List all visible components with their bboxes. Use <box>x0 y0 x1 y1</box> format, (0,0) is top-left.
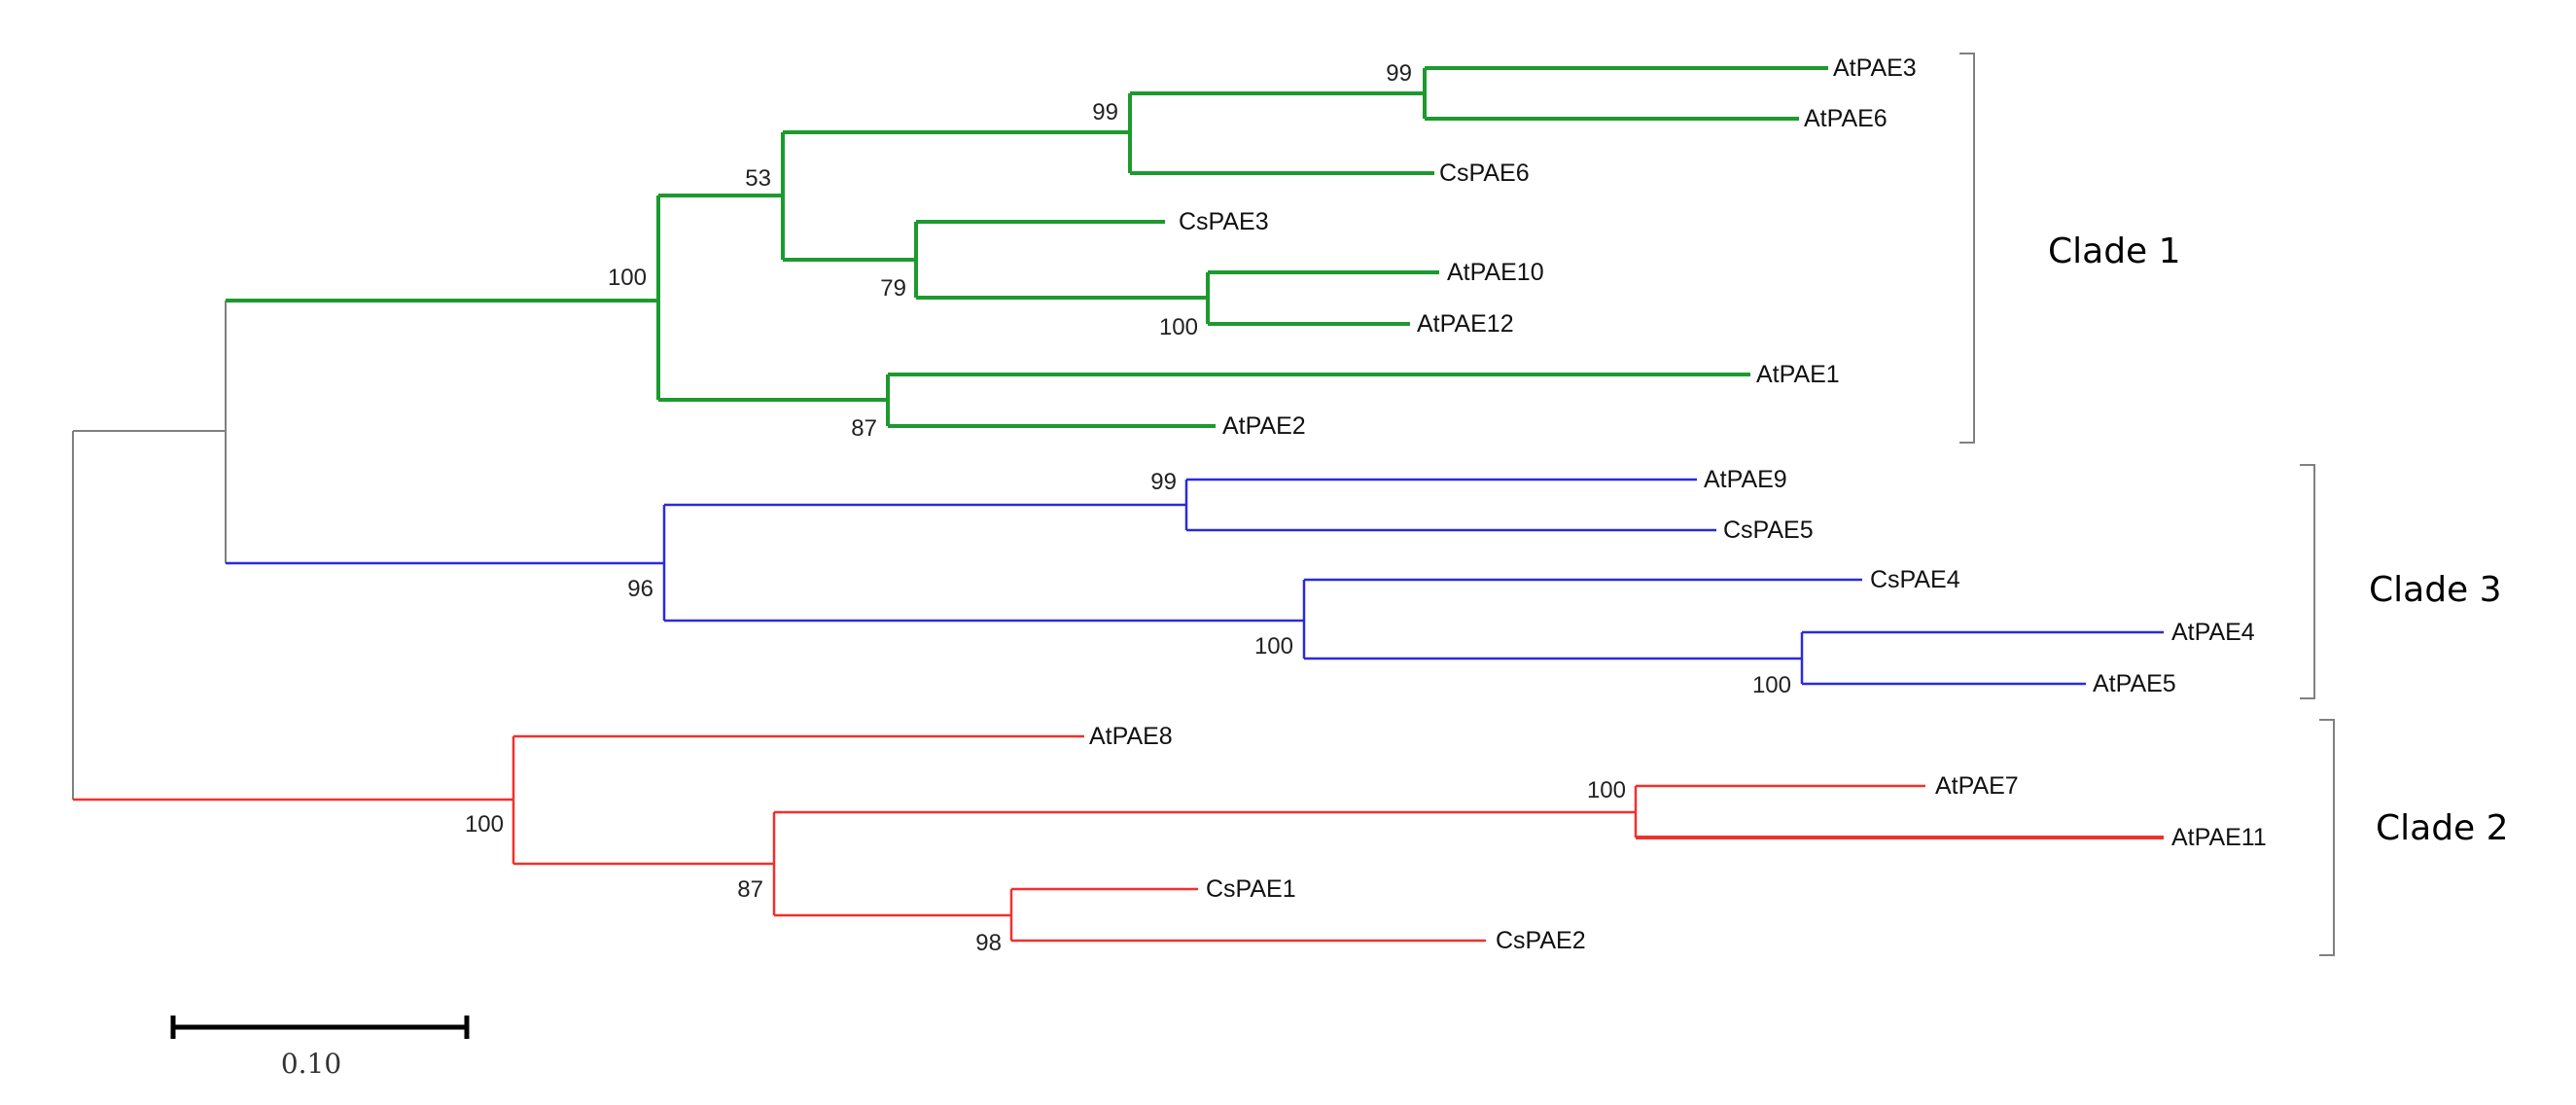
bootstrap-label: 100 <box>1159 314 1198 340</box>
bootstrap-label: 99 <box>1092 99 1118 125</box>
bootstrap-label: 99 <box>1386 60 1412 87</box>
clade2-branches <box>73 734 2164 943</box>
clade-brackets <box>1959 53 2335 956</box>
leaf-CsPAE1: CsPAE1 <box>1206 875 1296 903</box>
leaf-AtPAE9: AtPAE9 <box>1704 466 1787 493</box>
leaf-AtPAE6: AtPAE6 <box>1804 105 1888 132</box>
bootstrap-label: 87 <box>851 415 877 442</box>
leaf-AtPAE11: AtPAE11 <box>2171 824 2267 851</box>
scale-bar <box>170 1016 470 1039</box>
clade2-label: Clade 2 <box>2376 808 2509 848</box>
leaf-AtPAE3: AtPAE3 <box>1833 54 1917 82</box>
clade3-branches <box>226 478 2164 686</box>
bootstrap-label: 100 <box>465 811 504 838</box>
leaf-CsPAE2: CsPAE2 <box>1496 927 1586 954</box>
leaf-AtPAE8: AtPAE8 <box>1089 723 1173 750</box>
bootstrap-label: 87 <box>737 876 763 903</box>
leaf-CsPAE3: CsPAE3 <box>1179 208 1269 235</box>
bootstrap-label: 100 <box>1587 777 1626 803</box>
leaf-CsPAE6: CsPAE6 <box>1439 160 1530 187</box>
leaf-AtPAE5: AtPAE5 <box>2093 670 2176 697</box>
leaf-AtPAE12: AtPAE12 <box>1417 310 1514 338</box>
bootstrap-label: 99 <box>1150 469 1177 495</box>
bootstrap-label: 100 <box>608 265 647 291</box>
scale-bar-label: 0.10 <box>281 1048 341 1080</box>
clade1-branches <box>226 66 1828 428</box>
leaf-AtPAE1: AtPAE1 <box>1756 361 1840 388</box>
leaf-AtPAE7: AtPAE7 <box>1935 772 2019 800</box>
bootstrap-label: 96 <box>627 576 653 602</box>
leaf-AtPAE4: AtPAE4 <box>2171 619 2255 646</box>
bracket-clade3 <box>2300 464 2315 699</box>
clade1-label: Clade 1 <box>2048 232 2181 271</box>
bootstrap-values: 99 99 53 79 100 100 87 99 96 100 100 100… <box>465 60 1791 956</box>
bootstrap-label: 98 <box>975 930 1002 956</box>
bootstrap-label: 53 <box>745 165 771 192</box>
leaf-labels: AtPAE3 AtPAE6 CsPAE6 CsPAE3 AtPAE10 AtPA… <box>1089 54 2267 954</box>
bootstrap-label: 100 <box>1752 672 1791 698</box>
leaf-AtPAE10: AtPAE10 <box>1447 259 1544 286</box>
leaf-CsPAE5: CsPAE5 <box>1723 517 1814 544</box>
clade3-label: Clade 3 <box>2369 570 2502 610</box>
leaf-AtPAE2: AtPAE2 <box>1222 412 1306 440</box>
bracket-clade2 <box>2319 719 2335 956</box>
leaf-CsPAE4: CsPAE4 <box>1870 566 1960 593</box>
bracket-clade1 <box>1959 53 1975 444</box>
root-branches <box>72 301 227 800</box>
bootstrap-label: 79 <box>880 275 906 302</box>
bootstrap-label: 100 <box>1254 633 1293 659</box>
